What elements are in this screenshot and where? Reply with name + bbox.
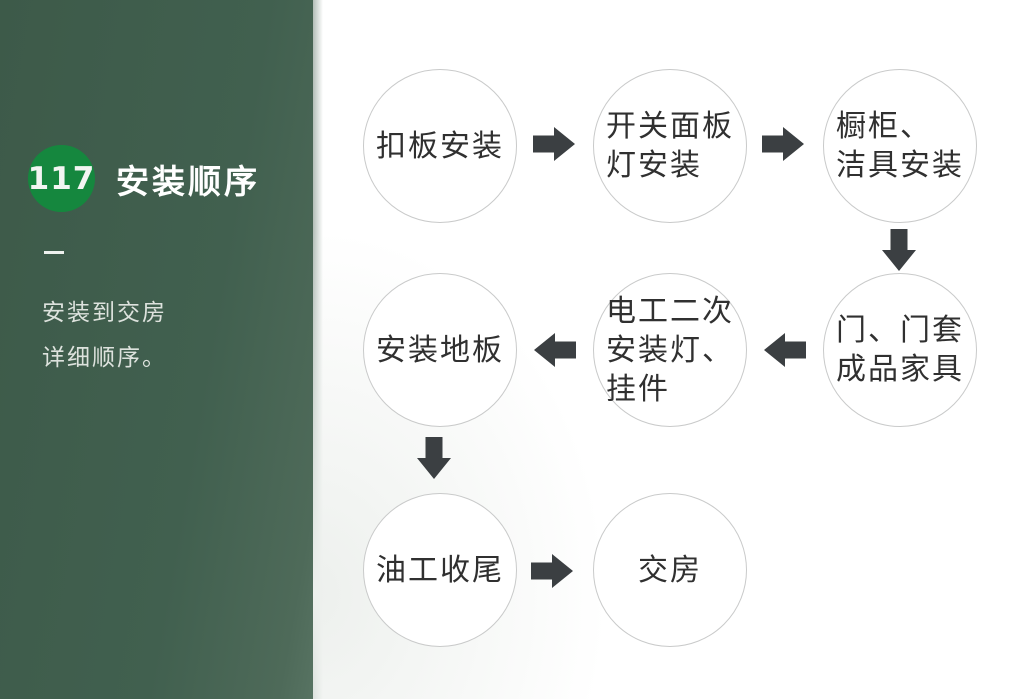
flow-node-label: 电工二次 安装灯、 挂件 xyxy=(606,293,734,407)
arrow-right-icon xyxy=(531,554,573,588)
flow-node-door-frame-furniture: 门、门套 成品家具 xyxy=(823,273,977,427)
flow-node-label: 橱柜、 洁具安装 xyxy=(836,109,964,183)
flow-node-label: 交房 xyxy=(638,552,702,588)
flow-node-label: 油工收尾 xyxy=(376,552,504,588)
title-row: 117 安装顺序 xyxy=(28,145,260,212)
flow-node-label: 扣板安装 xyxy=(376,128,504,164)
description-line: 详细顺序。 xyxy=(42,345,167,371)
flow-node-cabinet-sanitary-install: 橱柜、 洁具安装 xyxy=(823,69,977,223)
flow-node-painter-finishing: 油工收尾 xyxy=(363,493,517,647)
flow-node-ceiling-panel-install: 扣板安装 xyxy=(363,69,517,223)
flow-node-switch-panel-light-install: 开关面板 灯安装 xyxy=(593,69,747,223)
flow-node-handover: 交房 xyxy=(593,493,747,647)
arrow-right-icon xyxy=(533,127,575,161)
page-title: 安装顺序 xyxy=(116,161,260,201)
arrow-left-icon xyxy=(534,333,576,367)
description: 安装到交房详细顺序。 xyxy=(42,291,167,381)
arrow-down-icon xyxy=(882,229,916,271)
flow-node-electrician-secondary-install: 电工二次 安装灯、 挂件 xyxy=(593,273,747,427)
flowchart-canvas: 扣板安装 开关面板 灯安装 橱柜、 洁具安装 门、门 xyxy=(313,0,1024,699)
arrow-down-icon xyxy=(417,437,451,479)
section-number: 117 xyxy=(27,160,96,197)
divider-dash xyxy=(44,251,64,254)
section-number-badge: 117 xyxy=(28,145,95,212)
arrow-right-icon xyxy=(762,127,804,161)
flow-node-label: 门、门套 成品家具 xyxy=(836,313,964,387)
sidebar: 117 安装顺序 安装到交房详细顺序。 xyxy=(0,0,313,699)
flow-node-label: 安装地板 xyxy=(376,332,504,368)
flow-node-floor-install: 安装地板 xyxy=(363,273,517,427)
description-line: 安装到交房 xyxy=(42,300,167,326)
arrow-left-icon xyxy=(764,333,806,367)
flow-node-label: 开关面板 灯安装 xyxy=(606,109,734,183)
